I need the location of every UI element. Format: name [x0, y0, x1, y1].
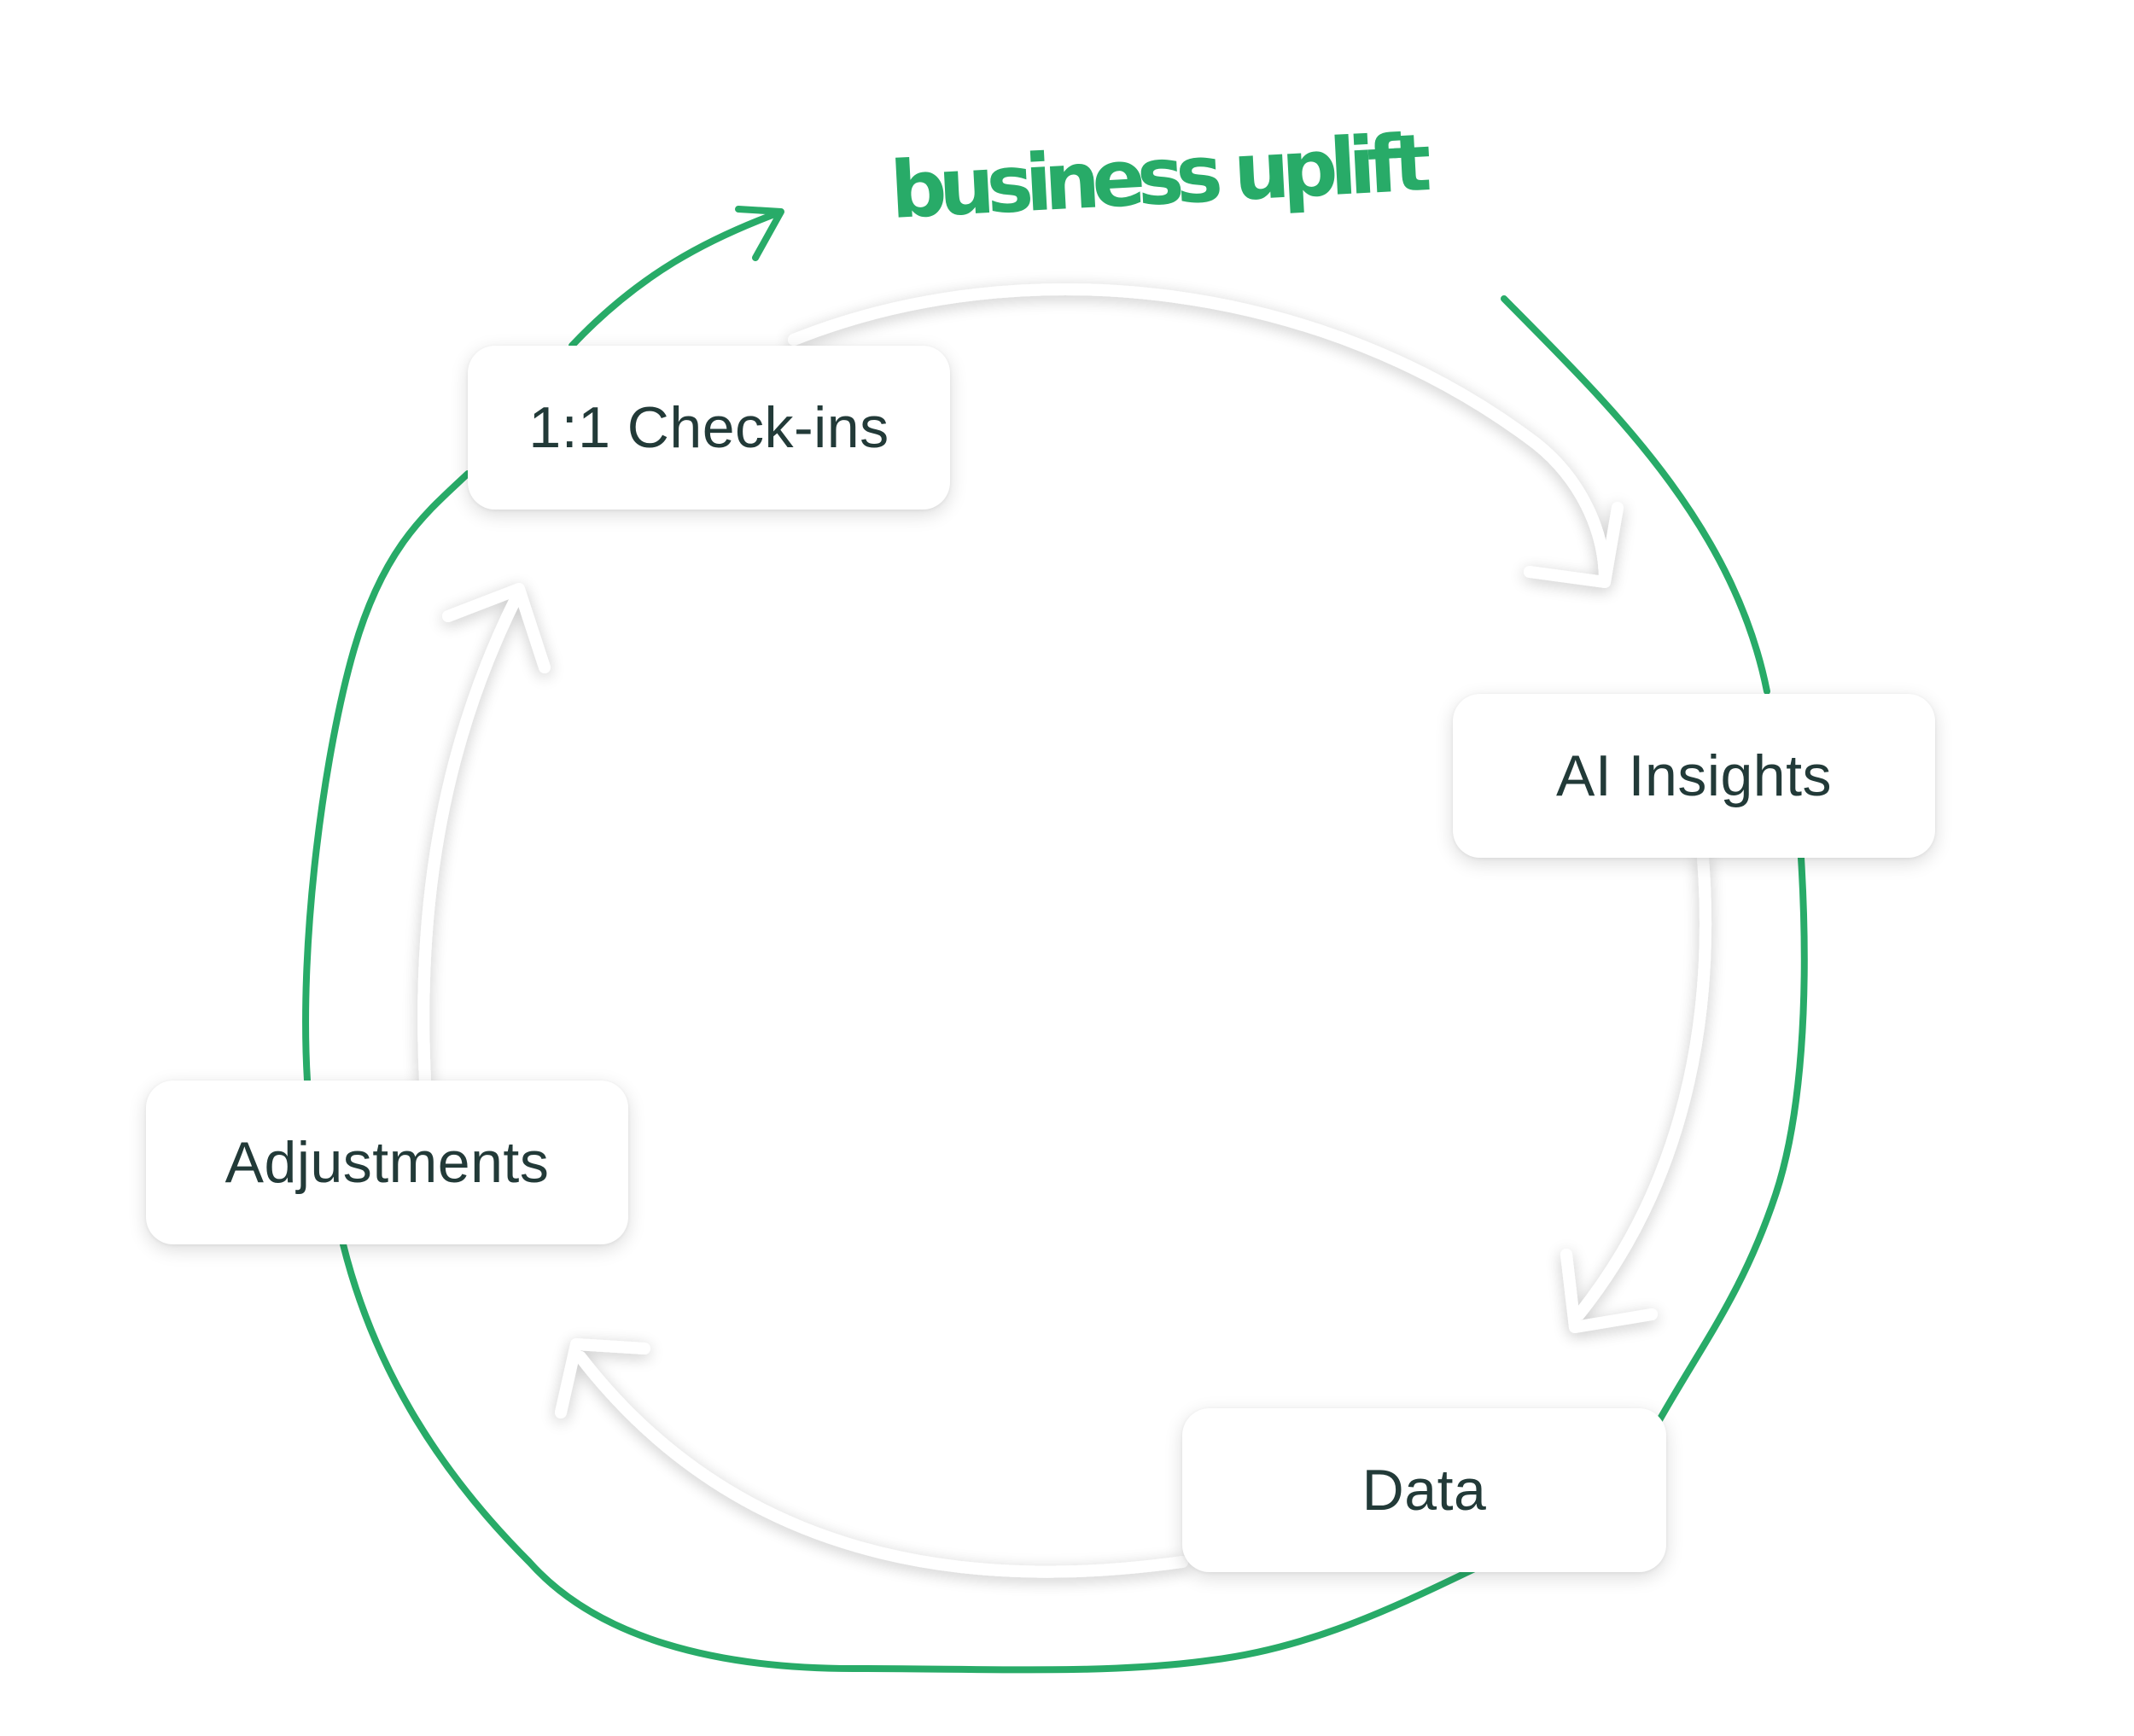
node-adjustments-label: Adjustments — [224, 1130, 550, 1195]
node-adjustments: Adjustments — [146, 1081, 628, 1244]
node-checkins-label: 1:1 Check-ins — [528, 395, 889, 460]
arc-insights-to-data — [1573, 852, 1711, 1320]
node-checkins: 1:1 Check-ins — [468, 346, 950, 510]
uplift-arrowhead — [735, 206, 784, 261]
arc-checkins-to-insights — [788, 283, 1611, 586]
arc-adjustments-to-checkins — [417, 591, 522, 1086]
arrowhead-to-adjustments — [555, 1338, 650, 1419]
arrowhead-to-checkins — [442, 583, 551, 673]
uplift-loop-path — [302, 210, 1808, 1674]
uplift-annotation: business uplift — [889, 117, 1439, 236]
node-data-label: Data — [1361, 1458, 1487, 1523]
node-ai-insights: AI Insights — [1453, 694, 1935, 858]
arrowhead-to-data — [1560, 1249, 1658, 1333]
arc-data-to-adjustments — [574, 1351, 1188, 1578]
uplift-loop — [302, 206, 1808, 1674]
arrowhead-to-insights — [1524, 502, 1624, 588]
inner-cycle — [417, 283, 1711, 1578]
node-ai-insights-label: AI Insights — [1556, 743, 1832, 808]
node-data: Data — [1182, 1408, 1666, 1572]
